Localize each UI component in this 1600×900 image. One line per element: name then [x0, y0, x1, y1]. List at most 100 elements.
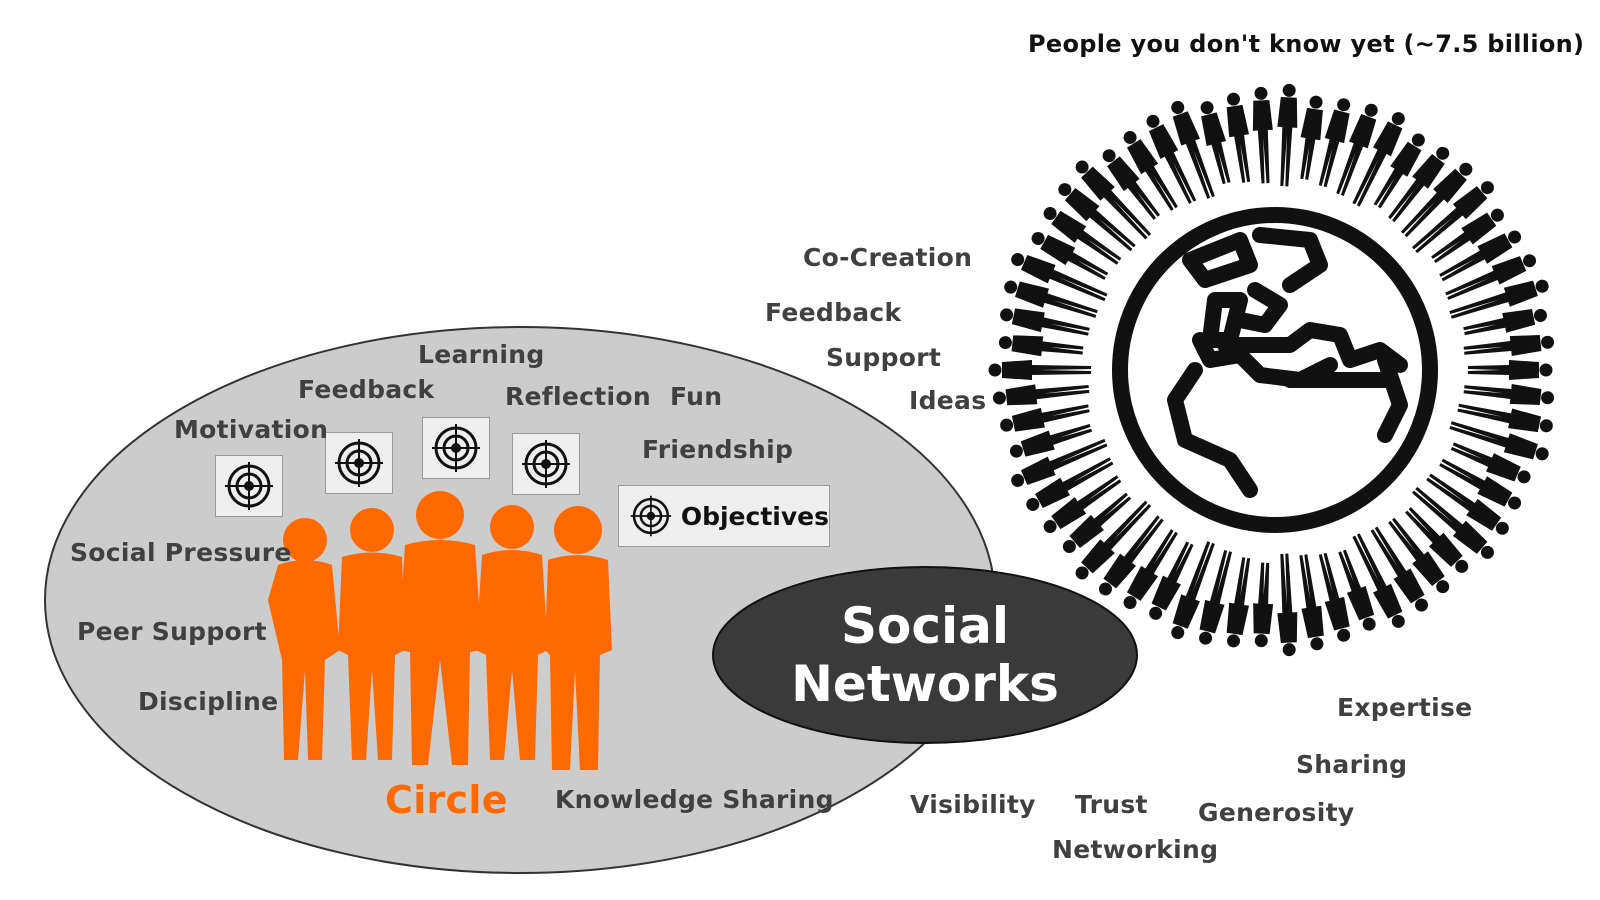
label-feedback-world: Feedback — [765, 298, 902, 327]
person-silhouette-icon — [1011, 253, 1108, 302]
person-silhouette-icon — [1426, 473, 1509, 535]
person-silhouette-icon — [1352, 112, 1405, 207]
person-silhouette-icon — [1058, 183, 1136, 252]
label-expertise: Expertise — [1337, 693, 1473, 722]
person-silhouette-icon — [1000, 404, 1090, 432]
person-silhouette-icon — [1252, 86, 1273, 184]
label-social-pressure: Social Pressure — [70, 538, 292, 567]
person-silhouette-icon — [1449, 421, 1549, 461]
target-icon — [522, 440, 570, 488]
person-silhouette-icon — [1075, 160, 1152, 240]
label-support: Support — [826, 343, 942, 372]
people-ring — [988, 83, 1555, 657]
person-silhouette-icon — [1338, 549, 1376, 631]
person-silhouette-icon — [1412, 181, 1494, 254]
label-networking: Networking — [1052, 835, 1219, 864]
target-icon — [335, 439, 383, 487]
person-silhouette-icon — [992, 384, 1090, 406]
person-silhouette-icon — [1412, 486, 1494, 559]
people-title: People you don't know yet (~7.5 billion) — [1028, 30, 1585, 58]
person-silhouette-icon — [1300, 95, 1323, 180]
social-networks-line1: Social — [840, 597, 1010, 655]
person-silhouette-icon — [1011, 438, 1108, 487]
person-silhouette-icon — [1062, 492, 1132, 554]
target-icon — [432, 424, 480, 472]
person-silhouette-icon — [1009, 423, 1093, 458]
person-silhouette-icon — [1318, 98, 1351, 188]
person-silhouette-icon — [1352, 533, 1405, 628]
person-silhouette-icon — [1226, 92, 1251, 183]
person-silhouette-icon — [1171, 541, 1215, 640]
label-sharing: Sharing — [1296, 750, 1408, 779]
person-silhouette-icon — [1149, 541, 1194, 620]
person-silhouette-icon — [1277, 553, 1298, 657]
social-networks-ellipse — [712, 566, 1138, 744]
person-silhouette-icon — [1031, 231, 1109, 280]
person-silhouette-icon — [998, 335, 1084, 357]
person-silhouette-icon — [1102, 149, 1161, 220]
person-silhouette-icon — [1463, 335, 1555, 356]
person-silhouette-icon — [1457, 403, 1553, 433]
person-silhouette-icon — [1405, 507, 1469, 573]
label-circle: Circle — [385, 778, 508, 822]
target-icon — [630, 495, 672, 537]
person-silhouette-icon — [1439, 230, 1522, 282]
person-silhouette-icon — [1253, 562, 1274, 648]
person-silhouette-icon — [1146, 114, 1197, 204]
person-silhouette-icon — [1043, 475, 1122, 534]
person-silhouette-icon — [1450, 442, 1531, 484]
person-silhouette-icon — [1449, 279, 1549, 319]
person-silhouette-icon — [1200, 101, 1231, 185]
person-silhouette-icon — [1468, 360, 1553, 380]
person-silhouette-icon — [1226, 557, 1251, 648]
person-silhouette-icon — [1445, 254, 1537, 300]
person-silhouette-icon — [1463, 308, 1547, 336]
objectives-box: Objectives — [618, 485, 830, 547]
social-networks-line2: Networks — [791, 655, 1059, 713]
person-silhouette-icon — [1388, 517, 1450, 594]
person-silhouette-icon — [1171, 100, 1215, 199]
person-silhouette-icon — [1043, 206, 1122, 265]
person-silhouette-icon — [1098, 515, 1164, 596]
person-silhouette-icon — [1277, 83, 1298, 187]
person-silhouette-icon — [1026, 457, 1114, 511]
label-reflection: Reflection — [505, 382, 651, 411]
person-silhouette-icon — [1336, 103, 1378, 197]
person-silhouette-icon — [1075, 500, 1152, 580]
label-generosity: Generosity — [1198, 798, 1355, 827]
label-fun: Fun — [670, 382, 723, 411]
person-silhouette-icon — [1199, 550, 1233, 645]
label-friendship: Friendship — [642, 435, 794, 464]
label-discipline: Discipline — [138, 687, 279, 716]
social-networks-title: Social Networks — [725, 597, 1125, 713]
person-silhouette-icon — [1123, 529, 1178, 610]
circle-people-silhouettes — [268, 491, 612, 770]
globe-icon — [1112, 207, 1438, 533]
label-feedback-circle: Feedback — [298, 375, 435, 404]
person-silhouette-icon — [1004, 280, 1098, 318]
label-motivation: Motivation — [174, 415, 329, 444]
person-silhouette-icon — [1373, 133, 1425, 209]
person-silhouette-icon — [1299, 554, 1324, 651]
label-learning: Learning — [418, 340, 545, 369]
label-trust: Trust — [1075, 790, 1148, 819]
person-silhouette-icon — [1388, 146, 1450, 223]
person-silhouette-icon — [988, 360, 1091, 380]
target-box-3 — [422, 417, 490, 479]
objectives-label: Objectives — [680, 501, 829, 531]
label-co-creation: Co-Creation — [803, 243, 973, 272]
person-silhouette-icon — [1439, 458, 1522, 510]
person-silhouette-icon — [1463, 384, 1555, 405]
person-silhouette-icon — [1000, 308, 1090, 336]
person-silhouette-icon — [1431, 208, 1504, 264]
label-ideas: Ideas — [909, 386, 987, 415]
person-silhouette-icon — [1123, 130, 1178, 211]
label-knowledge-sharing: Knowledge Sharing — [555, 785, 834, 814]
target-icon — [225, 462, 273, 510]
target-box-4 — [512, 433, 580, 495]
label-visibility: Visibility — [910, 790, 1036, 819]
target-box-2 — [325, 432, 393, 494]
target-box-1 — [215, 455, 283, 517]
person-silhouette-icon — [1370, 526, 1429, 612]
label-peer-support: Peer Support — [77, 617, 267, 646]
